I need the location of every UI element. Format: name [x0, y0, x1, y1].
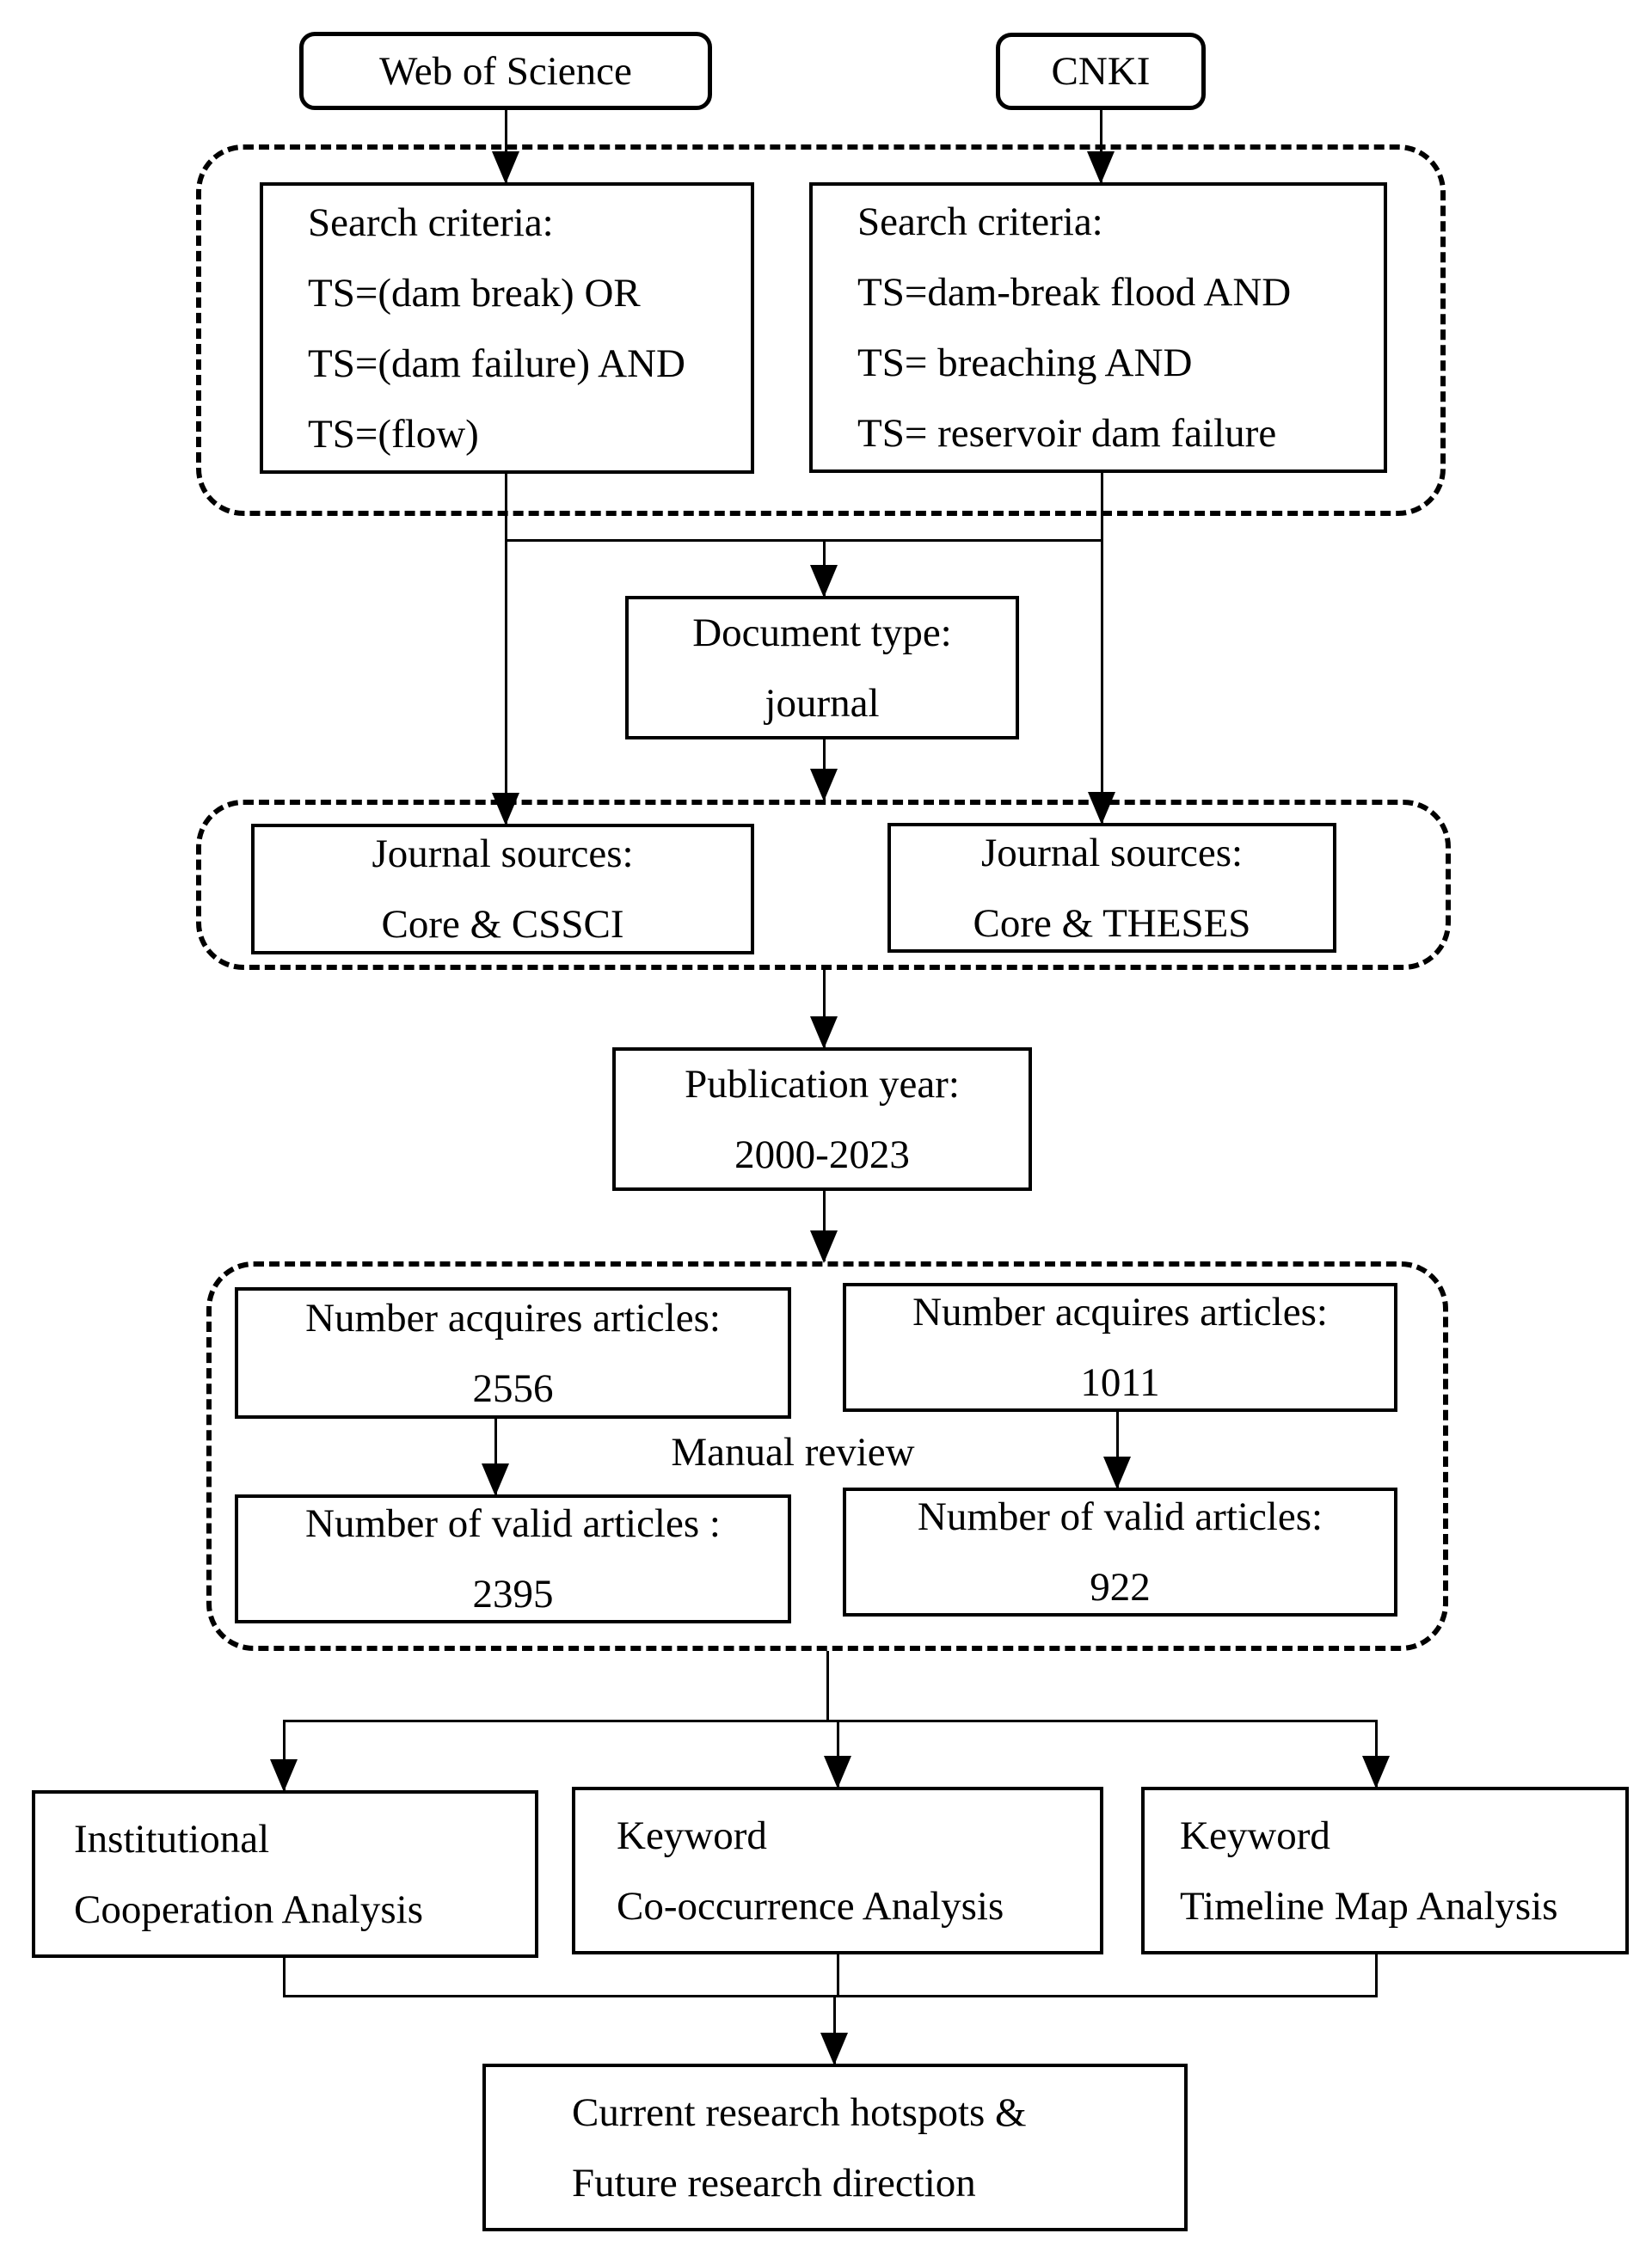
node-valid-articles-wos: Number of valid articles : 2395 — [235, 1494, 791, 1623]
arrow-down-icon — [824, 1756, 851, 1788]
node-keyword-cooccurrence-analysis: Keyword Co-occurrence Analysis — [572, 1787, 1103, 1954]
node-search-criteria-cnki: Search criteria: TS=dam-break flood AND … — [809, 182, 1387, 473]
node-label-line: Keyword — [1180, 1813, 1330, 1858]
node-cnki: CNKI — [996, 33, 1206, 110]
node-label-line: 2395 — [472, 1572, 554, 1617]
node-label-line: TS= breaching AND — [857, 341, 1193, 385]
node-valid-articles-cnki: Number of valid articles: 922 — [843, 1488, 1397, 1617]
flow-line-institutional-stub — [283, 1958, 286, 1997]
arrow-down-icon — [1088, 792, 1115, 825]
node-journal-sources-wos: Journal sources: Core & CSSCI — [251, 824, 754, 954]
node-label-line: TS=(dam break) OR — [308, 270, 641, 316]
flow-line-searchcnki-down — [1101, 473, 1103, 541]
dashed-region-search-criteria — [196, 144, 1446, 516]
flow-line-right-to-journalsources — [1101, 541, 1103, 823]
flow-line-keywordco-stub — [837, 1954, 839, 1997]
flow-line-acquiredwos-to-valid — [494, 1419, 497, 1494]
node-web-of-science: Web of Science — [299, 32, 712, 110]
node-label-line: Core & THESES — [973, 900, 1251, 946]
node-research-outcome: Current research hotspots & Future resea… — [482, 2064, 1188, 2231]
node-label-line: TS= reservoir dam failure — [857, 411, 1277, 456]
flow-line-cnki-to-search — [1100, 110, 1102, 182]
node-label-line: Journal sources: — [372, 831, 634, 876]
node-label-line: Search criteria: — [857, 199, 1103, 244]
dashed-region-article-counts — [206, 1261, 1448, 1651]
flow-line-to-keywordtimeline — [1375, 1720, 1378, 1787]
arrow-down-icon — [492, 793, 519, 825]
arrow-down-icon — [810, 1230, 838, 1263]
arrow-down-icon — [270, 1759, 298, 1792]
node-label-line: Timeline Map Analysis — [1180, 1883, 1558, 1929]
flow-line-searchwos-down — [505, 474, 507, 541]
node-label-line: Document type: — [692, 610, 952, 655]
arrow-down-icon — [1362, 1756, 1390, 1788]
flow-line-to-outcome — [833, 1995, 836, 2064]
arrow-down-icon — [482, 1463, 509, 1496]
node-label-line: TS=(dam failure) AND — [308, 341, 685, 386]
node-journal-sources-cnki: Journal sources: Core & THESES — [887, 823, 1336, 953]
node-institutional-cooperation-analysis: Institutional Cooperation Analysis — [32, 1790, 538, 1958]
flow-line-to-institutional — [283, 1720, 286, 1790]
node-label-line: Future research direction — [572, 2160, 976, 2206]
flow-line-left-to-journalsources — [505, 541, 507, 824]
flow-line-acquiredcnki-to-valid — [1116, 1412, 1119, 1488]
flow-line-wos-to-search — [505, 110, 507, 182]
node-label-line: 922 — [1090, 1565, 1151, 1610]
node-label-line: Keyword — [617, 1813, 767, 1858]
node-acquired-articles-cnki: Number acquires articles: 1011 — [843, 1283, 1397, 1412]
arrow-down-icon — [820, 2033, 848, 2065]
flow-line-collector — [283, 1995, 1378, 1997]
node-label-line: Search criteria: — [308, 199, 554, 245]
node-label-line: TS=(flow) — [308, 411, 479, 457]
dashed-region-journal-sources — [196, 800, 1451, 970]
flow-line-pubyear-to-region3 — [823, 1191, 826, 1261]
arrow-down-icon — [492, 151, 519, 184]
node-label-line: 2000-2023 — [734, 1132, 910, 1177]
flow-line-keywordtimeline-stub — [1375, 1954, 1378, 1997]
node-label: Web of Science — [379, 48, 632, 94]
node-label-line: Current research hotspots & — [572, 2089, 1027, 2135]
node-label-line: Core & CSSCI — [381, 902, 624, 947]
node-label: Manual review — [671, 1430, 915, 1475]
node-label-line: Number acquires articles: — [305, 1295, 721, 1341]
manual-review-label: Manual review — [651, 1429, 935, 1476]
arrow-down-icon — [810, 565, 838, 598]
node-document-type: Document type: journal — [625, 596, 1019, 739]
node-keyword-timeline-analysis: Keyword Timeline Map Analysis — [1141, 1787, 1629, 1954]
node-search-criteria-wos: Search criteria: TS=(dam break) OR TS=(d… — [260, 182, 754, 474]
node-label-line: Journal sources: — [980, 830, 1244, 875]
arrow-down-icon — [1087, 151, 1115, 184]
node-label-line: journal — [765, 680, 880, 726]
node-label-line: Number of valid articles: — [917, 1494, 1323, 1539]
node-label-line: Institutional — [74, 1816, 270, 1862]
flow-line-region3-down — [826, 1651, 829, 1721]
node-label-line: Number of valid articles : — [305, 1501, 721, 1546]
flow-line-to-keywordco — [837, 1720, 839, 1787]
arrow-down-icon — [1103, 1457, 1131, 1489]
flow-line-merge-horizontal — [505, 539, 1102, 542]
flow-line-region2-to-pubyear — [823, 970, 826, 1047]
flow-line-distributor — [284, 1720, 1377, 1722]
arrow-down-icon — [810, 769, 838, 801]
node-label: CNKI — [1051, 49, 1151, 94]
node-acquired-articles-wos: Number acquires articles: 2556 — [235, 1287, 791, 1419]
node-label-line: TS=dam-break flood AND — [857, 270, 1292, 315]
node-label-line: Publication year: — [685, 1061, 960, 1107]
node-label-line: Number acquires articles: — [912, 1290, 1328, 1334]
node-label-line: Co-occurrence Analysis — [617, 1883, 1004, 1929]
node-label-line: 1011 — [1080, 1360, 1160, 1405]
node-label-line: 2556 — [472, 1365, 554, 1411]
node-publication-year: Publication year: 2000-2023 — [612, 1047, 1032, 1191]
arrow-down-icon — [810, 1016, 838, 1049]
node-label-line: Cooperation Analysis — [74, 1887, 423, 1932]
